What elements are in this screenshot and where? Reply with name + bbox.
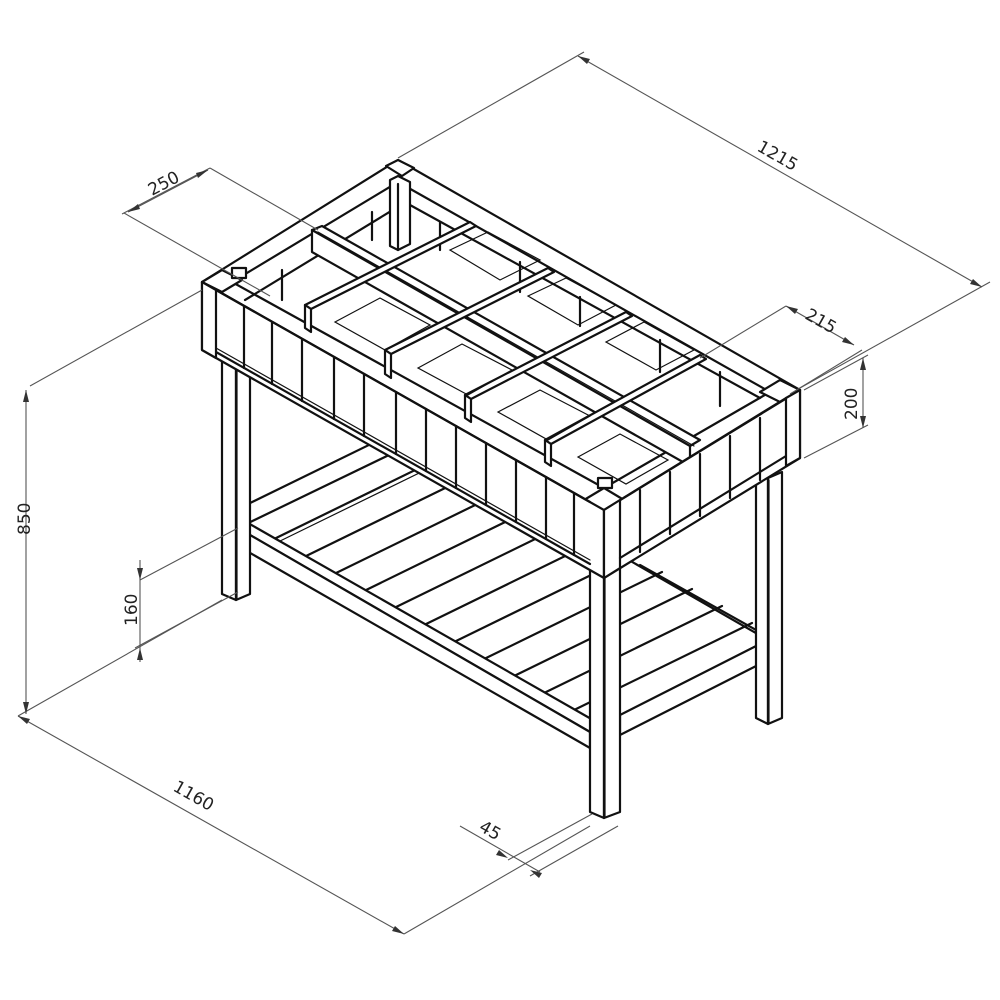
dim-1160: 1160 <box>17 715 591 935</box>
legs <box>220 356 784 820</box>
shelf-slats <box>270 450 754 713</box>
lower-shelf <box>236 418 770 750</box>
planter-box <box>200 158 802 580</box>
compartment-floors <box>333 231 696 485</box>
right-short-face <box>602 388 802 580</box>
dim-850: 850 <box>15 289 223 717</box>
cross-dividers <box>303 220 708 468</box>
dim-label-250: 250 <box>145 168 183 201</box>
center-post <box>388 174 412 252</box>
dim-45: 45 <box>459 813 619 878</box>
leg-back-right <box>754 470 784 726</box>
lengthwise-divider <box>310 224 702 468</box>
dim-label-200: 200 <box>842 388 862 420</box>
dim-label-850: 850 <box>15 503 35 535</box>
dim-label-1160: 1160 <box>170 777 218 816</box>
dim-label-45: 45 <box>476 817 505 845</box>
leg-back-left <box>220 356 252 602</box>
dim-label-160: 160 <box>122 594 142 626</box>
dim-200: 200 <box>803 354 869 459</box>
dim-160: 160 <box>122 527 239 662</box>
